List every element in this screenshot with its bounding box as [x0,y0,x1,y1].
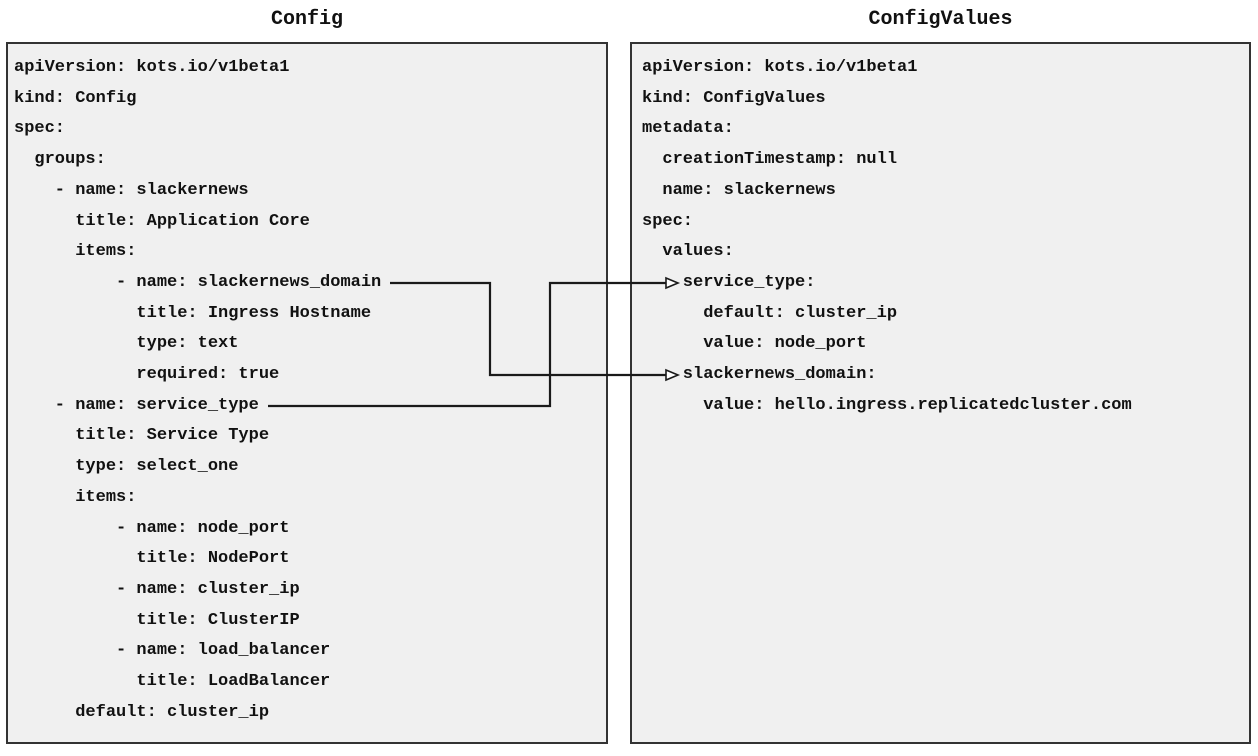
configvalues-yaml-code: apiVersion: kots.io/v1beta1 kind: Config… [642,58,1132,415]
configvalues-panel-title: ConfigValues [868,8,1013,31]
config-yaml-code: apiVersion: kots.io/v1beta1 kind: Config… [14,58,382,722]
config-panel: apiVersion: kots.io/v1beta1 kind: Config… [6,42,608,744]
configvalues-panel: apiVersion: kots.io/v1beta1 kind: Config… [630,42,1251,744]
config-panel-title: Config [270,8,343,31]
